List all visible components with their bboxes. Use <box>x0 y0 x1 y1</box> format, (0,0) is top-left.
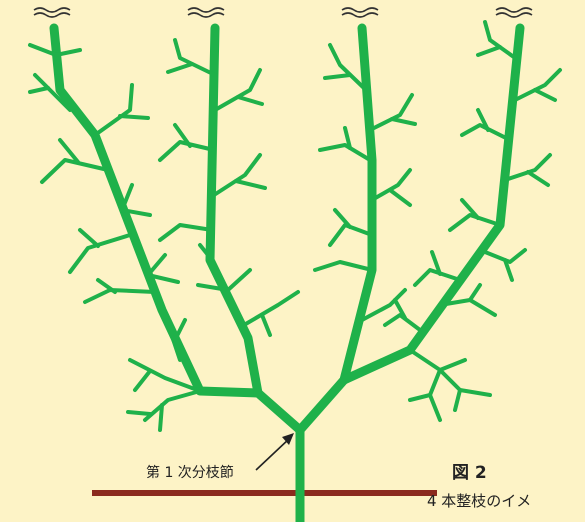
continuation-marks <box>33 7 533 18</box>
main-leaders <box>49 23 525 522</box>
soil-band <box>92 490 437 496</box>
figure-number: 図 2 <box>452 463 487 483</box>
figure-caption: 4 本整枝のイメ <box>427 492 532 510</box>
side-branches <box>28 20 562 432</box>
node-annotation-arrow <box>255 433 294 471</box>
leader-2 <box>205 23 263 398</box>
leader-4 <box>339 23 525 385</box>
first-branch-node-label: 第 1 次分枝節 <box>146 465 234 481</box>
